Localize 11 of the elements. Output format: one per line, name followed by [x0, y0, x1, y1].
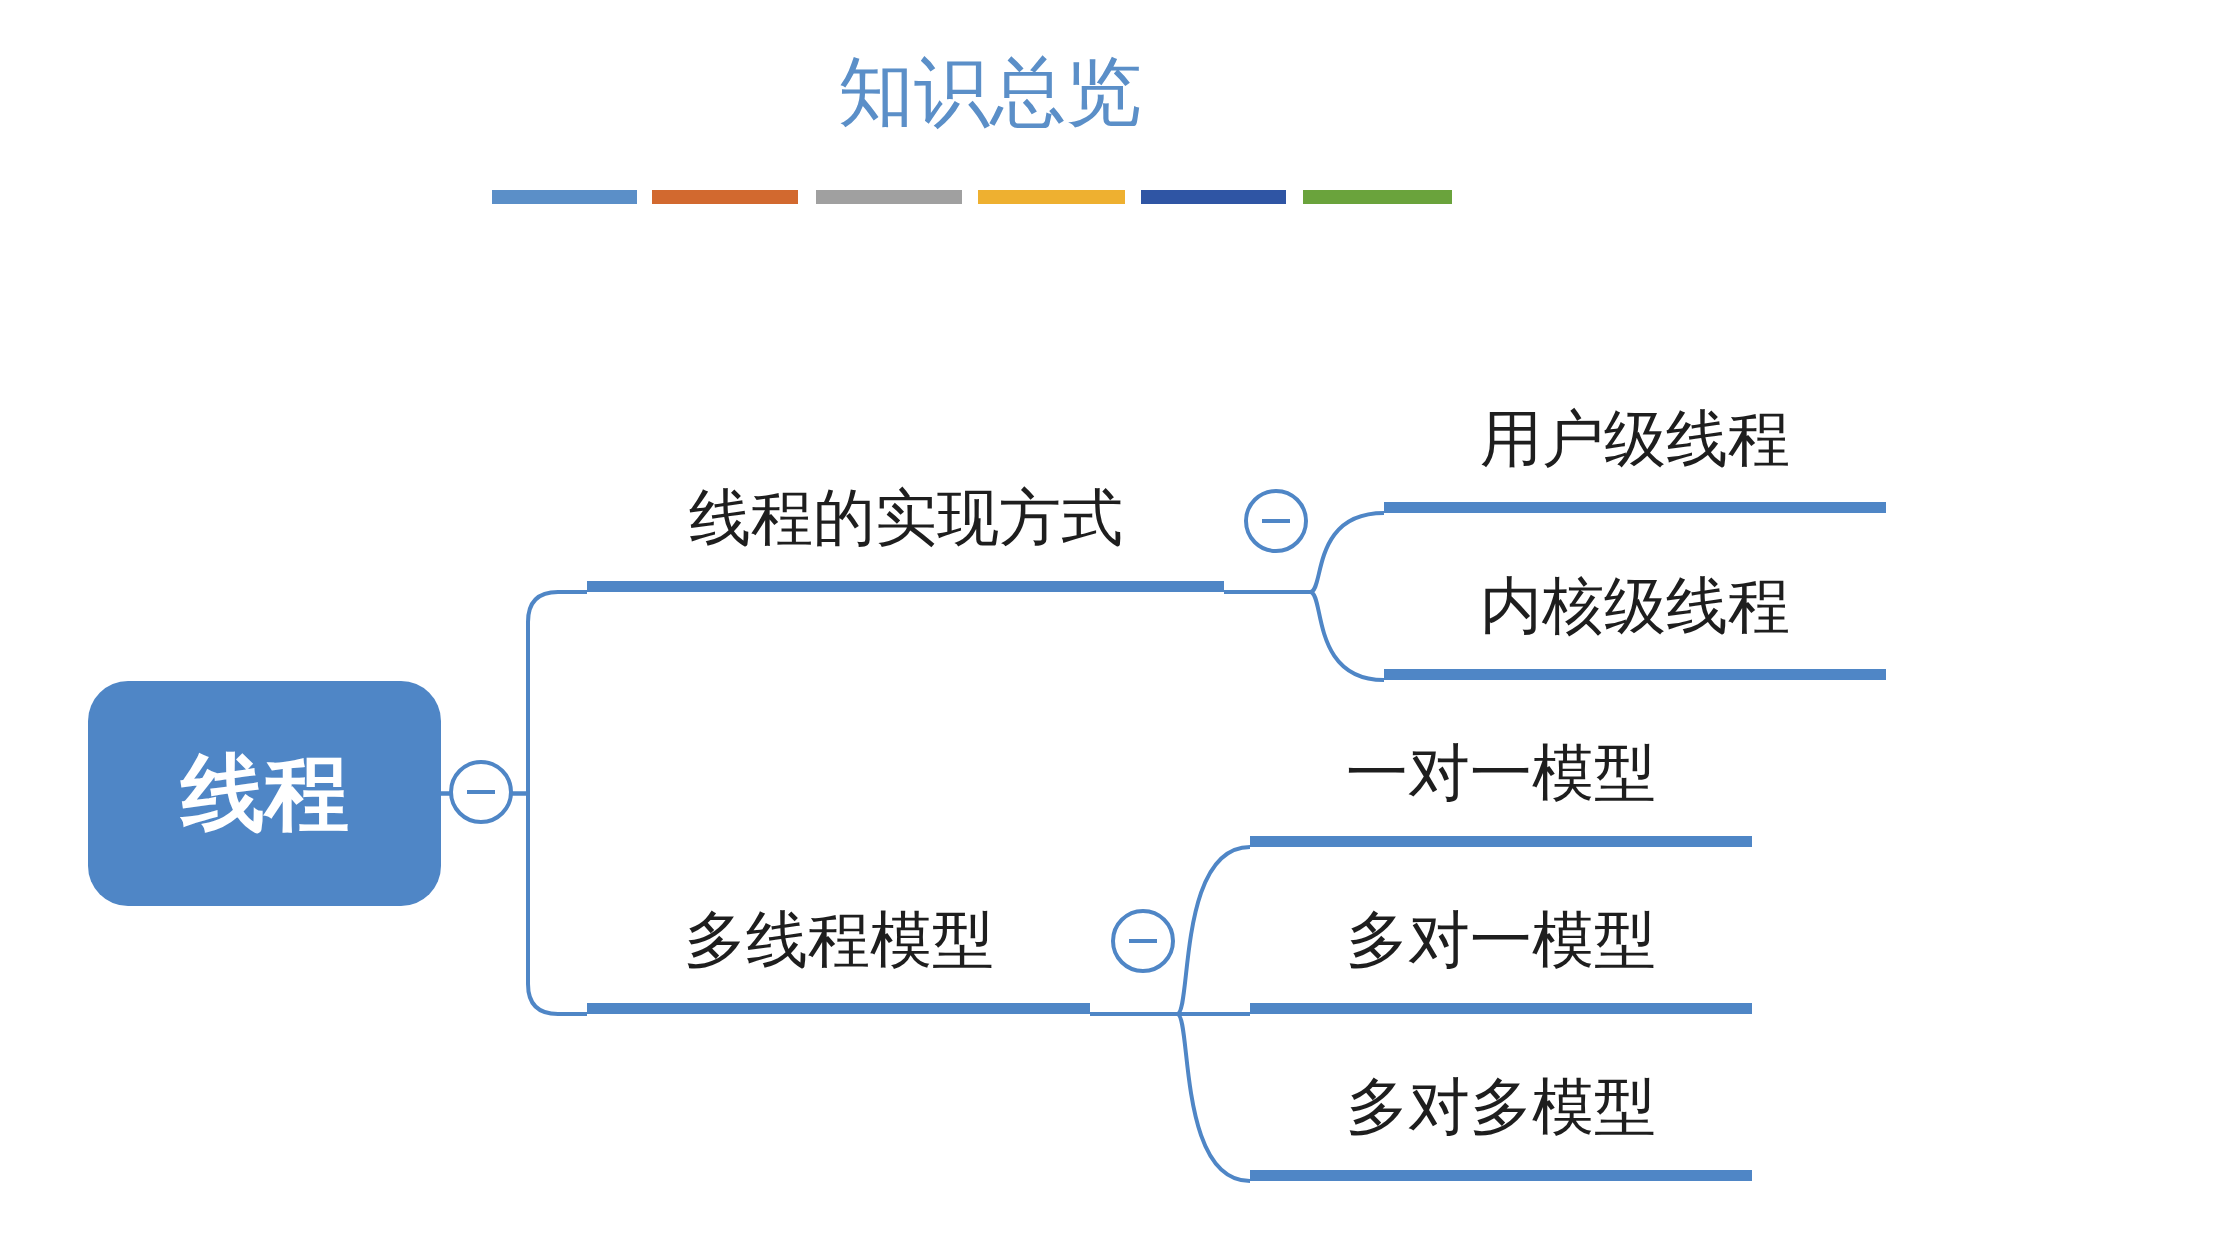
connector-line [441, 791, 587, 1016]
topic-branch: 一对一模型 [1250, 710, 1752, 847]
topic-branch: 多对多模型 [1250, 1044, 1752, 1181]
topic-branch: 内核级线程 [1384, 542, 1886, 680]
topic-branch: 多对一模型 [1250, 877, 1752, 1014]
topic-branch: 线程的实现方式 [587, 455, 1224, 592]
root-topic-box: 线程 [88, 681, 441, 906]
topic-branch: 多线程模型 [587, 877, 1090, 1014]
connector-line [1224, 590, 1385, 682]
topic-branch: 用户级线程 [1384, 375, 1886, 513]
title: 知识总览 [837, 46, 1143, 138]
